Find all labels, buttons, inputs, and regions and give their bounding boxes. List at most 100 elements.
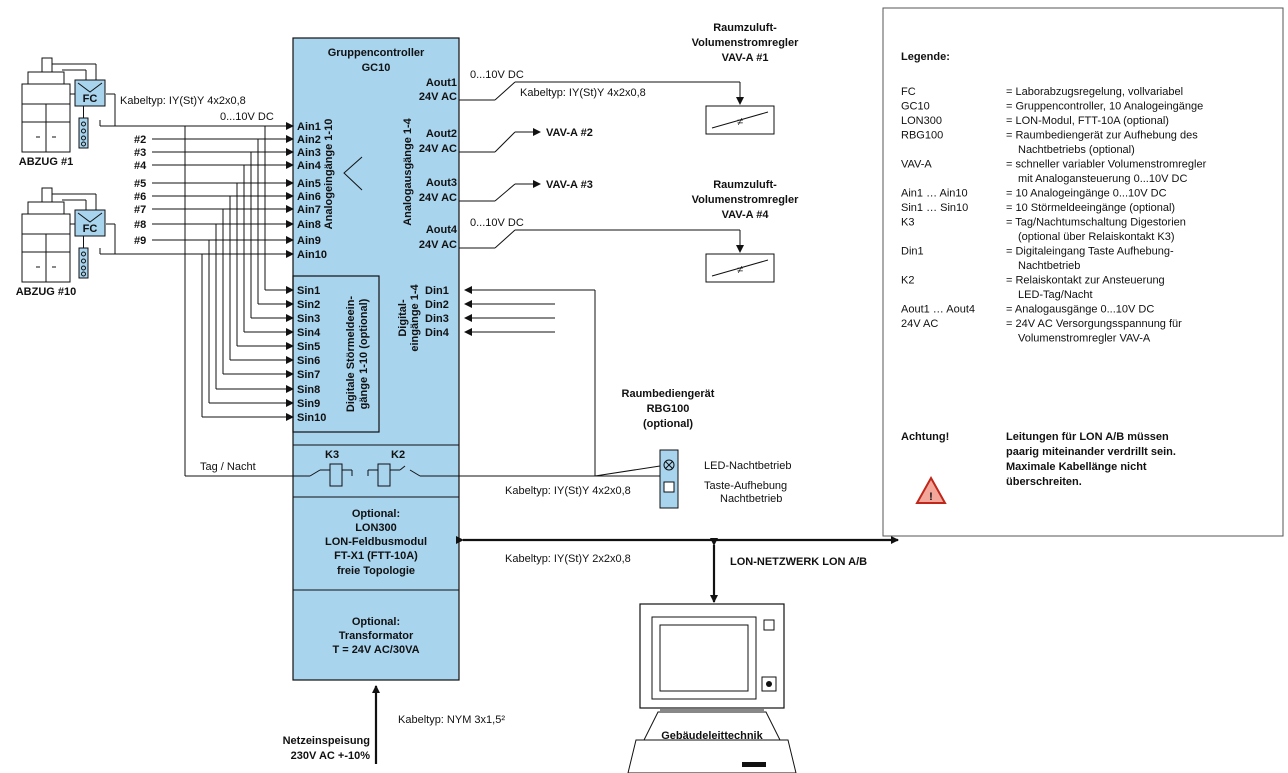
- fault-inputs-label-1: Digitale Störmeldeein-: [345, 296, 357, 412]
- power-feed: Netzeinspeisung 230V AC +-10%: [283, 685, 380, 764]
- legend-value: Nachtbetriebs (optional): [1018, 144, 1135, 156]
- hood-number: #9: [134, 235, 146, 247]
- hood-number: #2: [134, 134, 146, 146]
- cable-type-aout: Kabeltyp: IY(St)Y 4x2x0,8: [520, 87, 646, 99]
- sin-label: Sin6: [297, 355, 320, 367]
- analog-outputs-label: Analogausgänge 1-4: [402, 117, 414, 225]
- lon-module-line: freie Topologie: [337, 565, 415, 577]
- ac24-label: 24V AC: [419, 91, 457, 103]
- cable-type-power: Kabeltyp: NYM 3x1,5²: [398, 714, 505, 726]
- lon-module-line: Optional:: [352, 508, 400, 520]
- sin-label: Sin10: [297, 412, 326, 424]
- ain-label: Ain7: [297, 204, 321, 216]
- warning-text: paarig miteinander verdrillt sein.: [1006, 446, 1176, 458]
- vav1-title: Raumzuluft-: [713, 22, 777, 34]
- fume-hood-10: FC ABZUG #10: [16, 187, 106, 298]
- rbg-title: (optional): [643, 418, 693, 430]
- din-label: Din3: [425, 313, 449, 325]
- ain-label: Ain6: [297, 191, 321, 203]
- svg-text:≠: ≠: [737, 264, 743, 276]
- legend-value: = Relaiskontakt zur Ansteuerung: [1006, 275, 1165, 287]
- power-label: 230V AC +-10%: [291, 750, 371, 762]
- din-label: Din2: [425, 299, 449, 311]
- legend-key: RBG100: [901, 130, 943, 142]
- ain-label: Ain4: [297, 160, 322, 172]
- sin-label: Sin4: [297, 327, 321, 339]
- taste-label: Nachtbetrieb: [720, 493, 782, 505]
- vav3-label: VAV-A #3: [546, 179, 593, 191]
- bms-label: Gebäudeleittechnik: [661, 730, 763, 742]
- rbg-title: Raumbediengerät: [622, 388, 715, 400]
- warning-text: Leitungen für LON A/B müssen: [1006, 431, 1169, 443]
- legend-key: LON300: [901, 115, 942, 127]
- din-wiring: [464, 286, 661, 477]
- legend-value: = Tag/Nachtumschaltung Digestorien: [1006, 217, 1186, 229]
- transformer-line: T = 24V AC/30VA: [332, 644, 419, 656]
- aout-wiring: [459, 81, 744, 253]
- legend-key: Din1: [901, 246, 924, 258]
- led-icon: [663, 459, 675, 471]
- legend-value: = Laborabzugsregelung, vollvariabel: [1006, 86, 1183, 98]
- achtung-label: Achtung!: [901, 431, 949, 443]
- aout-labels: Aout1 24V AC Aout2 24V AC Aout3 24V AC A…: [419, 77, 458, 251]
- relay-k3-label: K3: [325, 449, 339, 461]
- vav4-title: VAV-A #4: [722, 209, 770, 221]
- lon-network-label: LON-NETZWERK LON A/B: [730, 556, 867, 568]
- sin-label: Sin3: [297, 313, 320, 325]
- transformer-line: Transformator: [339, 630, 414, 642]
- warning-icon: !: [915, 475, 947, 504]
- rbg-device: [659, 449, 679, 509]
- relay-k2-coil: [377, 463, 391, 487]
- ac24-label: 24V AC: [419, 239, 457, 251]
- vav2-label: VAV-A #2: [546, 127, 593, 139]
- warning-text: Maximale Kabellänge nicht: [1006, 461, 1147, 473]
- legend-value: = Digitaleingang Taste Aufhebung-: [1006, 246, 1174, 258]
- legend-value: = Analogausgänge 0...10V DC: [1006, 304, 1154, 316]
- vav4-title: Volumenstromregler: [692, 194, 799, 206]
- cable-type-lon: Kabeltyp: IY(St)Y 2x2x0,8: [505, 553, 631, 565]
- legend-key: Aout1 … Aout4: [901, 304, 975, 316]
- sin-label: Sin7: [297, 369, 320, 381]
- legend-value: (optional über Relaiskontakt K3): [1018, 231, 1175, 243]
- warning-text: überschreiten.: [1006, 476, 1082, 488]
- legend-value: = Gruppencontroller, 10 Analogeingänge: [1006, 101, 1203, 113]
- svg-text:≠: ≠: [737, 116, 743, 128]
- legend-key: K2: [901, 275, 914, 287]
- ain-label: Ain9: [297, 235, 321, 247]
- aout-label: Aout4: [426, 224, 458, 236]
- fume-hood-1: FC ABZUG #1: [19, 57, 106, 168]
- controller-title: Gruppencontroller: [328, 47, 425, 59]
- fc-label: FC: [83, 93, 98, 105]
- hood-1-label: ABZUG #1: [19, 156, 73, 168]
- legend-entries: FC= Laborabzugsregelung, vollvariabelGC1…: [901, 86, 1207, 345]
- legend-key: Ain1 … Ain10: [901, 188, 968, 200]
- svg-text:!: !: [929, 491, 933, 503]
- sin-label: Sin1: [297, 285, 320, 297]
- hood-number-labels: #2 #3 #4 #5 #6 #7 #8 #9: [134, 134, 147, 247]
- legend-value: Volumenstromregler VAV-A: [1018, 333, 1151, 345]
- hood-number: #7: [134, 204, 146, 216]
- sin-label: Sin9: [297, 398, 320, 410]
- sin-wiring: [184, 126, 294, 476]
- taste-label: Taste-Aufhebung: [704, 480, 787, 492]
- hood-10-label: ABZUG #10: [16, 286, 77, 298]
- ain-label: Ain1: [297, 121, 321, 133]
- aout-label: Aout1: [426, 77, 457, 89]
- legend-key: Sin1 … Sin10: [901, 202, 968, 214]
- relay-k2-label: K2: [391, 449, 405, 461]
- vav1-title: VAV-A #1: [722, 52, 769, 64]
- day-night-label: Tag / Nacht: [200, 461, 256, 473]
- din-label: Din4: [425, 327, 450, 339]
- lon-module-line: LON300: [355, 522, 397, 534]
- vav4-title: Raumzuluft-: [713, 179, 777, 191]
- legend-key: GC10: [901, 101, 930, 113]
- signal-range-aout4: 0...10V DC: [470, 217, 524, 229]
- cable-type-ain: Kabeltyp: IY(St)Y 4x2x0,8: [120, 95, 246, 107]
- lon-module-line: LON-Feldbusmodul: [325, 536, 427, 548]
- legend-value: mit Analogansteuerung 0...10V DC: [1018, 173, 1187, 185]
- hood-number: #6: [134, 191, 146, 203]
- bms-computer-icon: Gebäudeleittechnik: [627, 603, 797, 773]
- vav-1: Raumzuluft- Volumenstromregler VAV-A #1 …: [692, 22, 799, 135]
- led-label: LED-Nachtbetrieb: [704, 460, 791, 472]
